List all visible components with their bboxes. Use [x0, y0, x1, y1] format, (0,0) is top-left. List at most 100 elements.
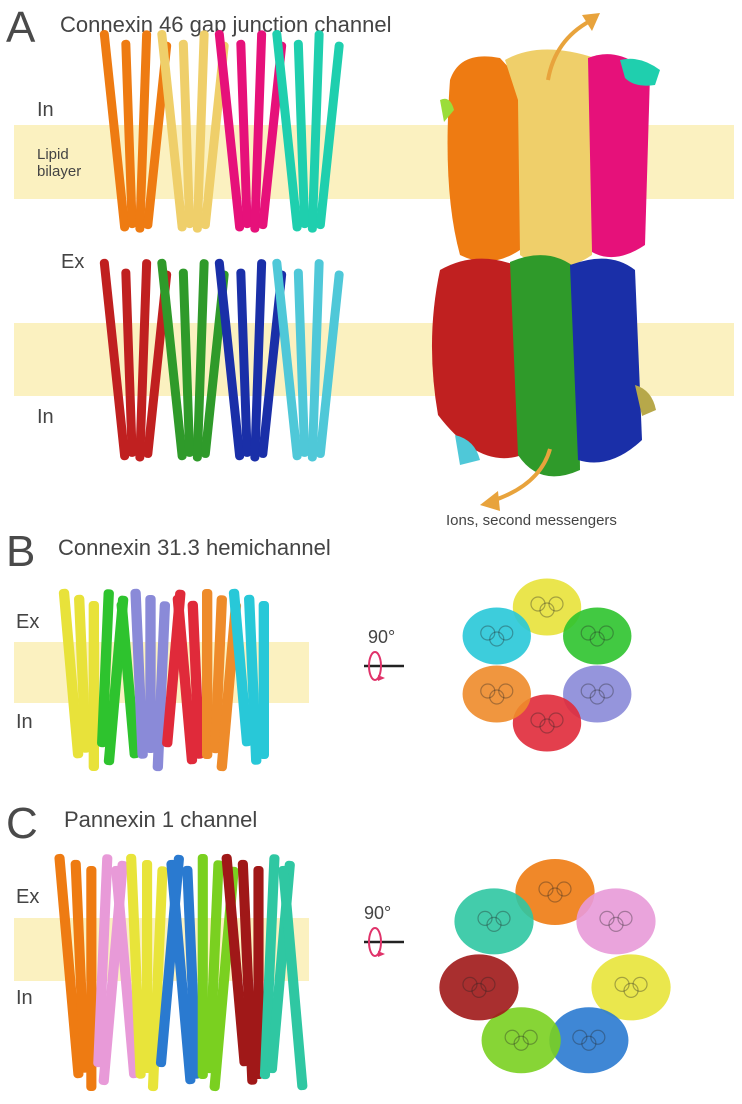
helix-end — [504, 1029, 520, 1045]
label-in-c: In — [16, 987, 33, 1009]
label-ex-b: Ex — [16, 611, 40, 633]
panx1-top-view — [439, 859, 671, 1074]
helix — [99, 30, 130, 232]
label-in-bottom: In — [37, 406, 54, 428]
helix — [307, 259, 324, 462]
helix — [145, 595, 156, 753]
subunit — [512, 694, 582, 752]
label-ex-c: Ex — [16, 886, 40, 908]
helix-end — [480, 976, 496, 992]
helix-end — [580, 625, 596, 641]
helix — [152, 601, 171, 772]
helix-end — [539, 602, 555, 618]
helix-end — [589, 689, 605, 705]
subunit — [563, 607, 632, 665]
cx31-top-view — [462, 578, 632, 752]
helix — [135, 30, 152, 233]
subunit — [591, 954, 671, 1021]
subunit — [512, 578, 582, 636]
helix-end — [548, 712, 564, 728]
helix-end — [599, 910, 615, 926]
panel-c-letter: C — [6, 799, 38, 848]
helix — [253, 866, 264, 1079]
helix — [93, 854, 113, 1068]
panel-b-title: Connexin 31.3 hemichannel — [58, 535, 331, 560]
surface-bottom-hemichannel — [431, 255, 656, 477]
surface-top-hemichannel — [440, 49, 660, 268]
helix — [126, 853, 146, 1079]
rotate-icon-c — [364, 927, 404, 957]
helix — [172, 594, 198, 765]
ion-flux-arrow-down — [480, 448, 552, 511]
helix — [250, 30, 267, 233]
helix-end — [556, 881, 572, 897]
helix — [202, 589, 213, 759]
helix-end — [513, 1035, 529, 1051]
helix-end — [530, 712, 546, 728]
helix-end — [480, 683, 496, 699]
helix-end — [471, 982, 487, 998]
helix-end — [495, 910, 511, 926]
helix-end — [547, 887, 563, 903]
helix — [293, 39, 310, 229]
helix — [54, 853, 84, 1079]
flux-caption: Ions, second messengers — [446, 512, 617, 529]
helix-end — [530, 596, 546, 612]
panx1-side-view — [54, 853, 308, 1092]
helix-end — [580, 683, 596, 699]
helix — [70, 859, 90, 1073]
helix-end — [581, 1035, 597, 1051]
panel-c-title: Pannexin 1 channel — [64, 807, 258, 832]
helix — [293, 268, 310, 457]
label-lipid-bilayer: Lipid bilayer — [37, 146, 82, 181]
helix-end — [489, 631, 505, 647]
helix — [307, 30, 324, 233]
helix-end — [623, 982, 639, 998]
helix-end — [590, 1029, 606, 1045]
helix — [130, 588, 148, 759]
rotate-icon-b — [364, 651, 404, 681]
subunit — [462, 607, 531, 665]
helix — [178, 39, 195, 229]
helix — [116, 600, 140, 759]
helix — [99, 258, 130, 461]
helix-end — [572, 1029, 588, 1045]
panel-a-title: Connexin 46 gap junction channel — [60, 12, 392, 37]
helix — [86, 866, 97, 1091]
cx31-side-view — [58, 588, 269, 772]
helix-end — [632, 976, 648, 992]
helix — [204, 860, 224, 1074]
helix — [315, 270, 344, 458]
subunit — [481, 1007, 561, 1074]
helix — [121, 39, 137, 229]
ion-flux-arrow-up — [546, 13, 600, 81]
helix-end — [486, 916, 502, 932]
helix — [237, 859, 258, 1085]
helix — [272, 30, 302, 232]
cx46-ribbon-structure — [99, 30, 344, 462]
helix-end — [489, 689, 505, 705]
helix — [210, 595, 227, 754]
label-in-b: In — [16, 711, 33, 733]
subunit — [439, 954, 519, 1021]
helix-end — [522, 1029, 538, 1045]
helix — [178, 268, 195, 457]
helix — [97, 589, 114, 748]
helix — [187, 600, 205, 759]
helix — [142, 860, 153, 1073]
helix — [244, 594, 262, 765]
helix — [236, 39, 252, 229]
panel-a-letter: A — [6, 3, 36, 52]
helix — [147, 866, 168, 1092]
helix — [88, 601, 99, 771]
helix — [157, 30, 187, 232]
helix — [236, 268, 252, 457]
cx46-surface-structure — [431, 49, 660, 477]
helix — [315, 41, 344, 230]
helix-end — [548, 596, 564, 612]
helix — [192, 30, 209, 233]
subunit — [454, 888, 534, 955]
rotation-label-b: 90° — [368, 627, 396, 647]
helix-end — [598, 683, 614, 699]
helix — [272, 258, 302, 461]
